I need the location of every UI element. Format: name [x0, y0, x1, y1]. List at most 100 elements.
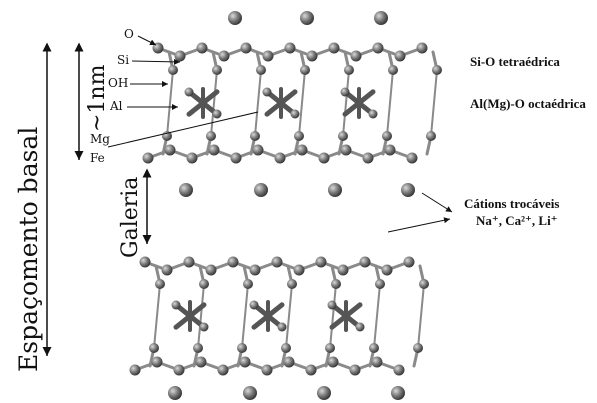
atom — [328, 183, 342, 197]
atom — [338, 131, 348, 141]
atom — [359, 256, 371, 268]
atom — [300, 11, 314, 25]
bond — [241, 283, 249, 349]
si-pointer — [131, 58, 181, 65]
atom — [340, 87, 350, 97]
atom — [271, 256, 283, 268]
atom — [305, 364, 317, 376]
atom — [199, 322, 209, 332]
atom — [290, 109, 300, 119]
atom — [250, 131, 260, 141]
bond — [329, 283, 337, 349]
cation-pointer-upper — [421, 192, 453, 213]
bond — [285, 283, 293, 349]
atom — [293, 264, 305, 276]
atom — [384, 144, 396, 156]
atom — [432, 65, 442, 75]
bond — [298, 69, 306, 137]
atom — [249, 264, 261, 276]
atom — [237, 343, 247, 353]
atom — [142, 152, 154, 164]
atom — [284, 42, 296, 54]
atom — [208, 144, 220, 156]
nm-label: ~1nm — [85, 64, 110, 132]
atom — [381, 264, 393, 276]
atom — [300, 65, 310, 75]
bond — [254, 69, 262, 137]
atom — [325, 343, 335, 353]
al-label: Al — [109, 99, 123, 113]
atom — [161, 264, 173, 276]
atom — [315, 256, 327, 268]
atom — [261, 364, 273, 376]
bond — [153, 283, 161, 349]
atom — [205, 264, 217, 276]
atom — [240, 42, 252, 54]
atom — [193, 343, 203, 353]
atom — [287, 279, 297, 289]
atom — [382, 131, 392, 141]
atom — [371, 356, 383, 368]
atom — [283, 356, 295, 368]
atom — [179, 183, 193, 197]
mg-pointer — [107, 111, 259, 148]
octahedral-label: Al(Mg)-O octaédrica — [470, 96, 586, 111]
bond — [166, 69, 174, 137]
bond — [342, 69, 350, 137]
atom — [368, 109, 378, 119]
atom — [296, 144, 308, 156]
atom — [254, 183, 268, 197]
cations-list: Na⁺, Ca²⁺, Li⁺ — [476, 213, 558, 228]
atom — [227, 256, 239, 268]
atom — [372, 42, 384, 54]
atom — [306, 50, 318, 62]
atom — [183, 256, 195, 268]
basal-spacing-label: Espaçomento basal — [14, 127, 43, 372]
atom — [388, 65, 398, 75]
clay-layer-top — [142, 42, 442, 164]
interlayer-cations — [168, 11, 415, 400]
bond — [417, 283, 425, 349]
bond — [210, 69, 218, 137]
atom — [249, 300, 259, 310]
atom — [350, 50, 362, 62]
mg-label: Mg — [90, 132, 110, 146]
gallery-label: Galeria — [118, 177, 143, 258]
atom — [393, 364, 405, 376]
atom — [369, 343, 379, 353]
atom — [168, 65, 178, 75]
atom — [340, 144, 352, 156]
atom — [413, 343, 423, 353]
atom — [243, 279, 253, 289]
atom — [349, 364, 361, 376]
atom — [344, 65, 354, 75]
atom — [243, 386, 257, 400]
atom — [362, 152, 374, 164]
atom — [171, 300, 181, 310]
atom — [228, 11, 242, 25]
atom — [327, 356, 339, 368]
atom — [212, 65, 222, 75]
atom — [277, 322, 287, 332]
atom — [252, 144, 264, 156]
atom — [406, 152, 418, 164]
atom — [426, 131, 436, 141]
bond — [197, 283, 205, 349]
atom — [217, 364, 229, 376]
cations-title: Cátions trocáveis — [464, 196, 559, 211]
atom — [274, 152, 286, 164]
atom — [149, 343, 159, 353]
atom — [391, 386, 405, 400]
atom — [337, 264, 349, 276]
atom — [401, 183, 415, 197]
atom — [256, 65, 266, 75]
atom — [184, 87, 194, 97]
atom — [281, 343, 291, 353]
bond — [430, 69, 438, 137]
atom — [317, 386, 331, 400]
atom — [262, 87, 272, 97]
atom — [355, 322, 365, 332]
atom — [186, 152, 198, 164]
